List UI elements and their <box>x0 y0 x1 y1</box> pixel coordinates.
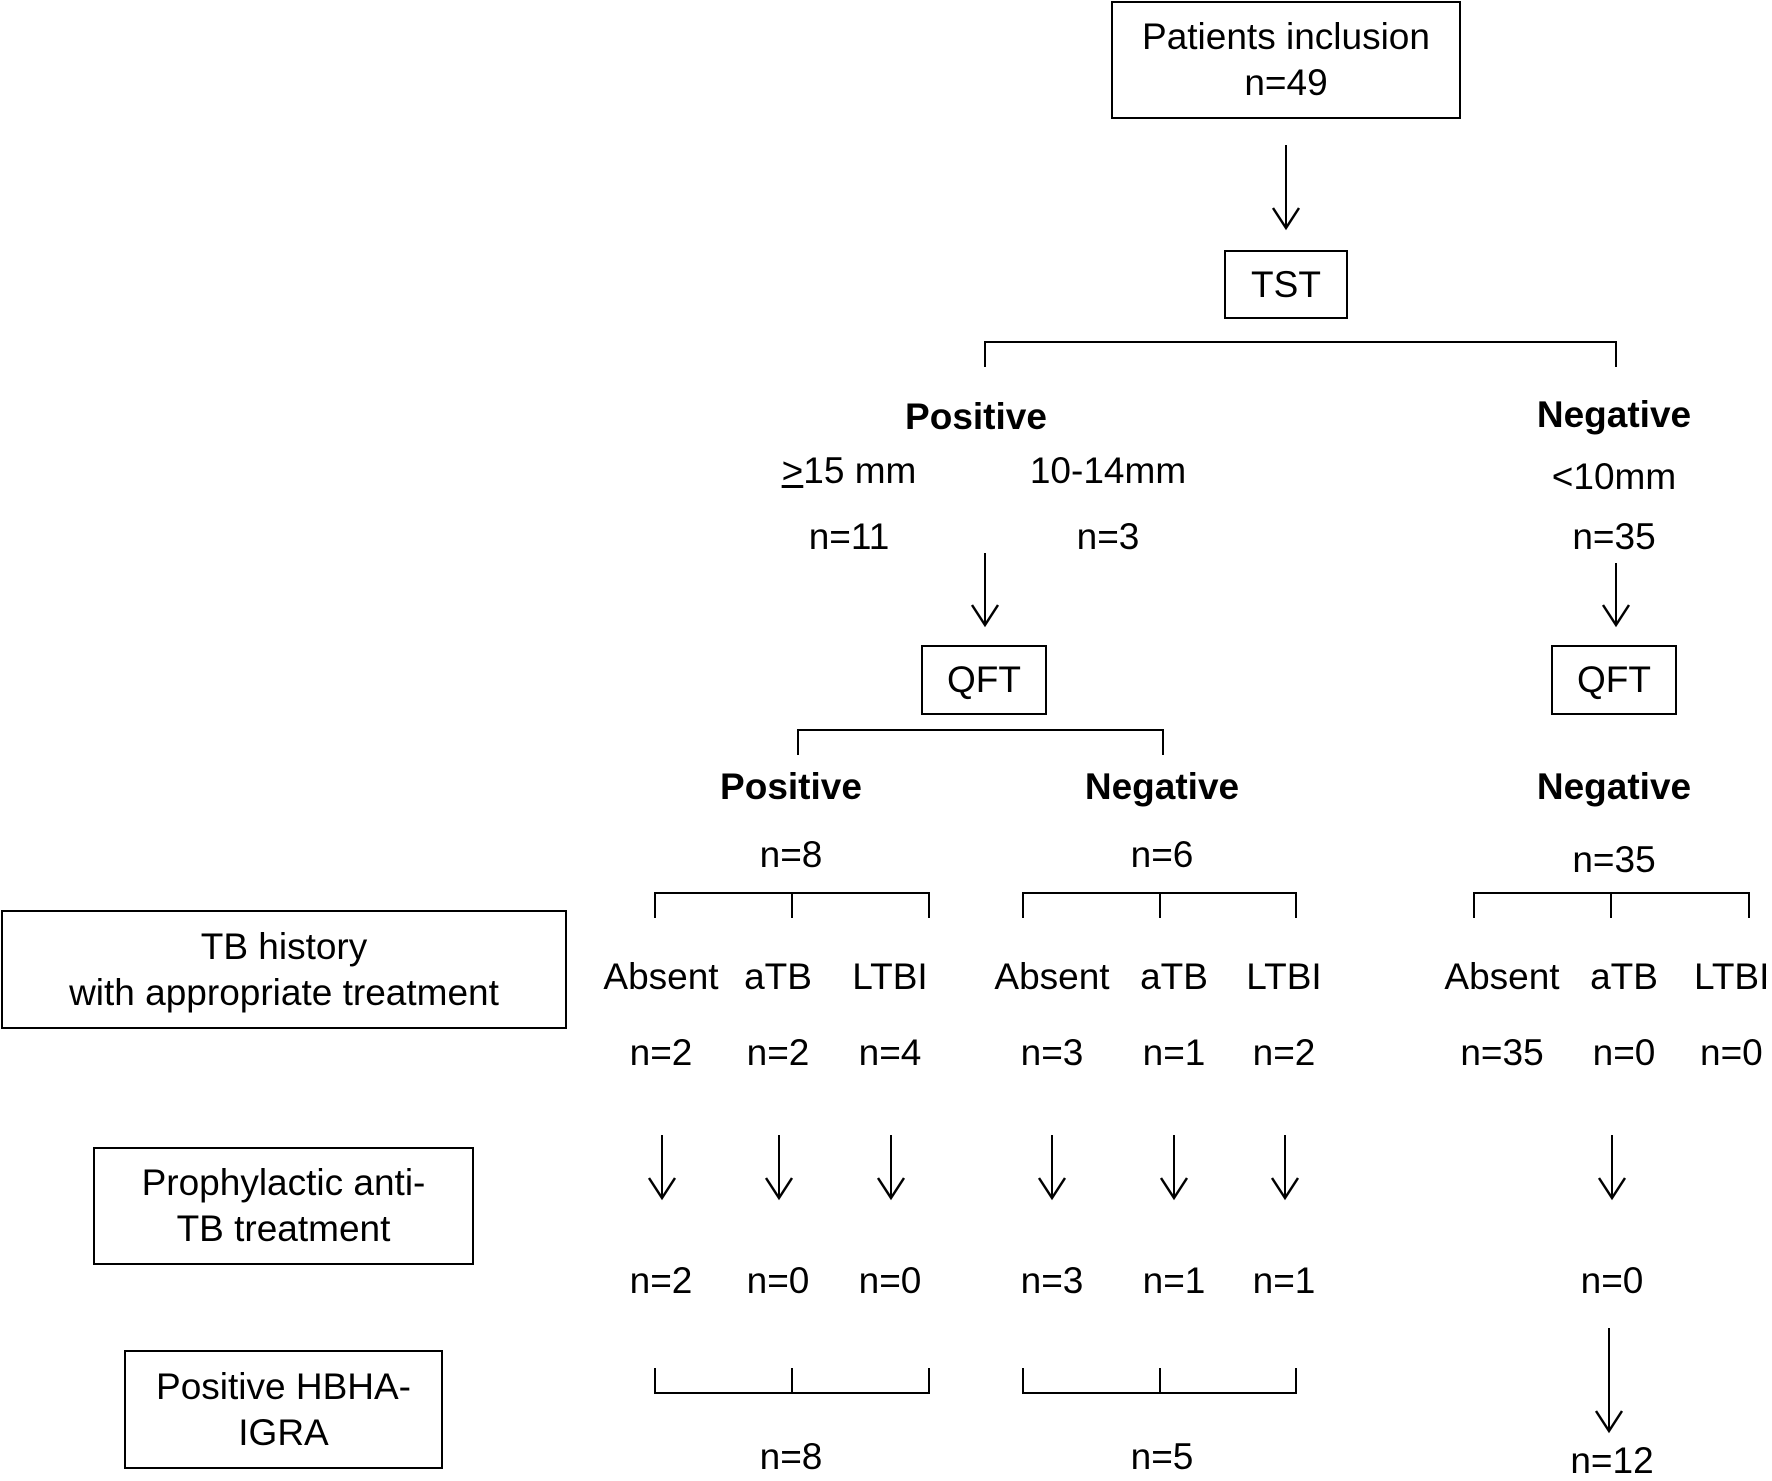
g3-category-absent: Absent <box>1444 956 1560 997</box>
g2-prophylactic-n-atb: n=1 <box>1142 1260 1206 1301</box>
g3-prophylactic-n: n=0 <box>1580 1260 1644 1301</box>
g2-category-absent: Absent <box>994 956 1110 997</box>
bracket-group-3 <box>1473 892 1750 918</box>
box-hbha-igra: Positive HBHA- IGRA <box>124 1350 443 1469</box>
g2-prophylactic-n-absent: n=3 <box>1020 1260 1084 1301</box>
tb-history-line2: with appropriate treatment <box>69 971 499 1013</box>
box-prophylactic: Prophylactic anti- TB treatment <box>93 1147 474 1265</box>
g3-category-ltbi: LTBI <box>1694 956 1770 997</box>
g3-history-n-absent: n=35 <box>1460 1032 1544 1073</box>
g1-history-n-atb: n=2 <box>746 1032 810 1073</box>
ge-symbol: > <box>781 450 804 491</box>
inclusion-title: Patients inclusion <box>1142 16 1430 57</box>
tst-negative-sub-label: <10mm <box>1551 456 1677 497</box>
g3-history-n-ltbi: n=0 <box>1700 1032 1763 1073</box>
g2-history-n-ltbi: n=2 <box>1252 1032 1316 1073</box>
tst-positive-sub2-n: n=3 <box>1076 516 1140 557</box>
g2-history-n-atb: n=1 <box>1142 1032 1206 1073</box>
g2-prophylactic-n-ltbi: n=1 <box>1252 1260 1316 1301</box>
g2-category-ltbi: LTBI <box>1246 956 1322 997</box>
g1-prophylactic-n-absent: n=2 <box>629 1260 693 1301</box>
g2-category-atb: aTB <box>1140 956 1208 997</box>
tst-negative-label: Negative <box>1536 394 1692 435</box>
g3-history-n-atb: n=0 <box>1592 1032 1656 1073</box>
tst-positive-sub2-label: 10-14mm <box>1029 450 1187 491</box>
tst-label: TST <box>1251 263 1321 305</box>
hbha-line1: Positive HBHA- <box>156 1365 411 1407</box>
tst-positive-sub1-n: n=11 <box>808 516 890 557</box>
g3-hbha-n: n=12 <box>1570 1440 1654 1481</box>
qft-right-label: QFT <box>1577 659 1651 700</box>
box-qft-right: QFT <box>1551 645 1677 715</box>
g3-category-atb: aTB <box>1590 956 1658 997</box>
qft-left-negative-label: Negative <box>1084 766 1240 807</box>
bracket-group-1 <box>654 892 930 918</box>
g1-prophylactic-n-ltbi: n=0 <box>858 1260 922 1301</box>
g1-history-n-ltbi: n=4 <box>858 1032 922 1073</box>
g1-prophylactic-n-atb: n=0 <box>746 1260 810 1301</box>
box-tst: TST <box>1224 250 1348 319</box>
qft-left-positive-n: n=8 <box>759 834 823 875</box>
qft-right-negative-n: n=35 <box>1572 839 1656 880</box>
g2-history-n-absent: n=3 <box>1020 1032 1084 1073</box>
tst-negative-n: n=35 <box>1572 516 1656 557</box>
g1-hbha-n: n=8 <box>759 1436 823 1477</box>
tst-positive-label: Positive <box>905 396 1047 437</box>
qft-left-positive-label: Positive <box>720 766 862 807</box>
tb-history-line1: TB history <box>200 925 368 967</box>
tst-positive-sub1-label: 15 mm <box>803 450 917 491</box>
bracket-hbha-group-1 <box>654 1368 930 1394</box>
bracket-qft-left-split <box>797 729 1164 755</box>
bracket-hbha-group-2 <box>1022 1368 1297 1394</box>
hbha-line2: IGRA <box>238 1411 329 1453</box>
prophylactic-line1: Prophylactic anti- <box>141 1162 426 1203</box>
prophylactic-line2: TB treatment <box>176 1208 391 1249</box>
g1-history-n-absent: n=2 <box>629 1032 693 1073</box>
box-qft-left: QFT <box>921 645 1047 715</box>
qft-right-negative-label: Negative <box>1536 766 1692 807</box>
g2-hbha-n: n=5 <box>1130 1436 1194 1477</box>
inclusion-n: n=49 <box>1244 62 1328 103</box>
qft-left-label: QFT <box>947 659 1021 700</box>
bracket-group-2 <box>1022 892 1297 918</box>
g1-category-absent: Absent <box>603 956 719 997</box>
bracket-tst-split <box>984 341 1617 367</box>
g1-category-ltbi: LTBI <box>852 956 928 997</box>
box-tb-history: TB history with appropriate treatment <box>1 910 567 1029</box>
g1-category-atb: aTB <box>744 956 812 997</box>
box-patients-inclusion: Patients inclusion n=49 <box>1111 1 1461 119</box>
tst-positive-sub1: >15 mm <box>782 452 917 489</box>
qft-left-negative-n: n=6 <box>1130 834 1194 875</box>
